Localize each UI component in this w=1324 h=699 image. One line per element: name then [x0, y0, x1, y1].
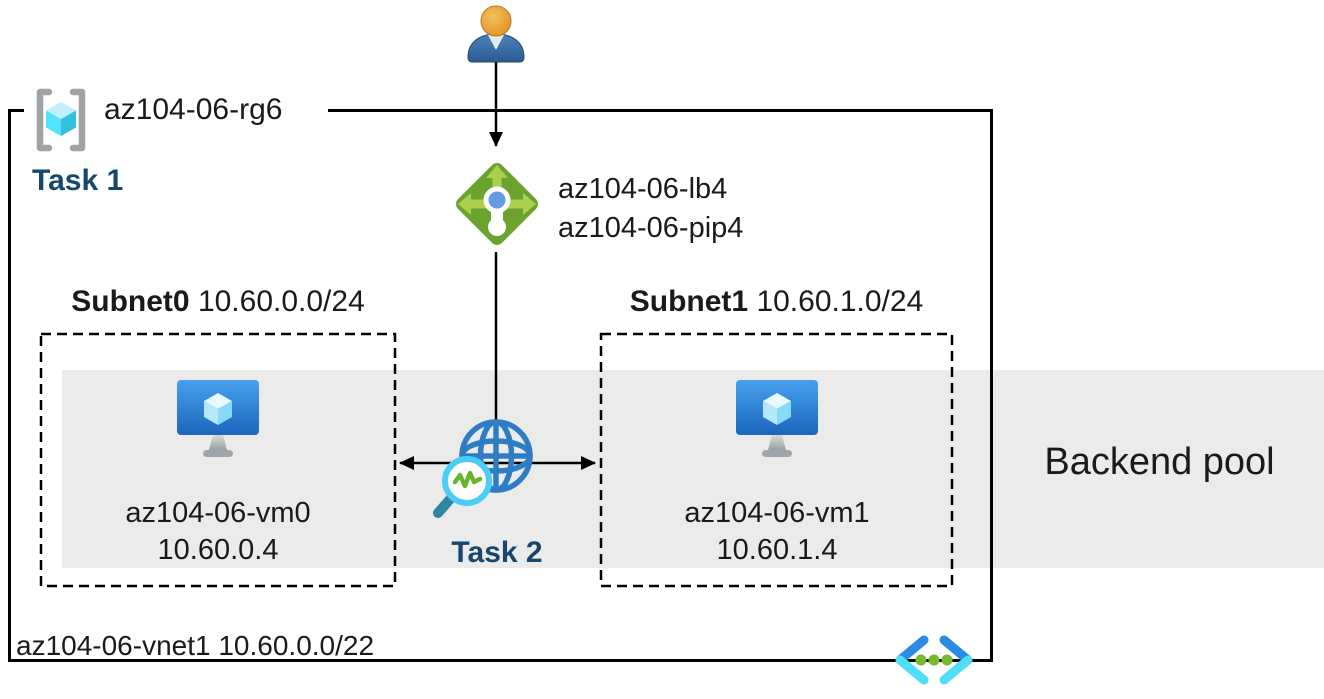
vnet-name: az104-06-vnet1	[16, 630, 211, 661]
subnet1-name: Subnet1	[629, 285, 749, 318]
vm-icon	[736, 380, 818, 457]
subnet1-cidr: 10.60.1.0/24	[756, 285, 924, 318]
vm-icon	[177, 380, 259, 457]
backend-pool-label: Backend pool	[1044, 441, 1275, 483]
subnet0-label: Subnet0 10.60.0.0/24	[41, 285, 395, 319]
vm1-name: az104-06-vm1	[684, 497, 870, 529]
subnet1-box	[599, 332, 954, 588]
virtual-network-icon	[895, 635, 973, 685]
vm0-name: az104-06-vm0	[125, 497, 311, 529]
pulse-line	[452, 470, 483, 489]
load-balancer-name: az104-06-lb4	[558, 173, 728, 205]
task1-label: Task 1	[32, 164, 124, 197]
subnet1-label: Subnet1 10.60.1.0/24	[601, 285, 952, 319]
subnet0-cidr: 10.60.0.0/24	[197, 285, 365, 318]
subnet0-box	[39, 332, 397, 588]
backend-pool-band	[62, 370, 1324, 568]
globe-magnifier-icon	[433, 419, 533, 518]
vm1-ip: 10.60.1.4	[716, 534, 838, 566]
load-balancer-icon	[456, 163, 538, 245]
task2-label: Task 2	[451, 536, 543, 569]
user-icon	[467, 5, 525, 63]
resource-group-icon	[36, 88, 86, 152]
magnifier-handle	[433, 492, 457, 518]
vm0-label: az104-06-vm0 10.60.0.4	[68, 495, 368, 569]
subnet0-name: Subnet0	[71, 285, 190, 318]
vm0-ip: 10.60.0.4	[157, 534, 279, 566]
resource-group-label: az104-06-rg6	[104, 93, 283, 126]
public-ip-name: az104-06-pip4	[558, 212, 744, 244]
vnet-label: az104-06-vnet1 10.60.0.0/22	[16, 630, 374, 662]
vm1-label: az104-06-vm1 10.60.1.4	[627, 495, 927, 569]
vnet-cidr: 10.60.0.0/22	[218, 630, 375, 661]
